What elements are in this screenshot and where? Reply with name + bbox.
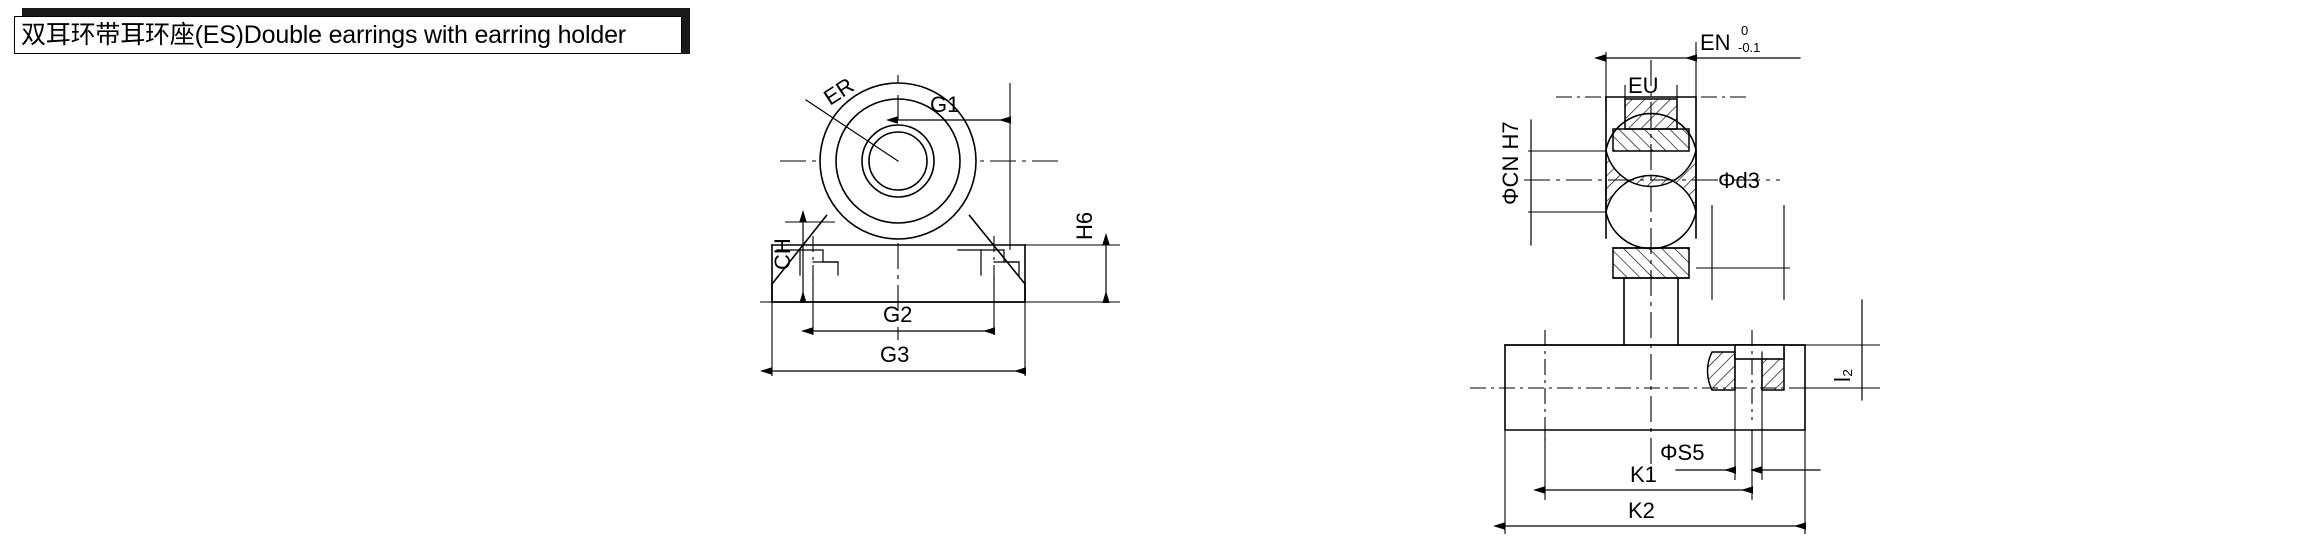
- label-g2: G2: [883, 302, 912, 327]
- label-s5: ΦS5: [1660, 440, 1704, 465]
- label-k2: K2: [1628, 498, 1655, 523]
- label-g3: G3: [880, 342, 909, 367]
- bolt-hole-left-hatch: [1706, 351, 1736, 391]
- label-ch: CH: [770, 238, 795, 270]
- outer-race-mid-hatch: [1612, 128, 1690, 152]
- er-leader-line: [805, 99, 899, 162]
- base-counterbore-right: [957, 249, 1020, 276]
- label-g1: G1: [930, 92, 959, 117]
- label-l2: l₂: [1830, 369, 1855, 382]
- right-view-group: EN 0 -0.1 EU ΦCN H7 Φd3 l₂: [1470, 23, 1880, 534]
- label-cn: ΦCN H7: [1498, 121, 1523, 205]
- page-title: 双耳环带耳环座(ES)Double earrings with earring …: [21, 20, 626, 49]
- label-k1: K1: [1630, 462, 1657, 487]
- label-eu: EU: [1628, 73, 1659, 98]
- left-view-group: ER G1 CH: [759, 73, 1120, 376]
- label-d3: Φd3: [1718, 168, 1760, 193]
- label-en-tol-upper: 0: [1741, 23, 1748, 38]
- title-banner: 双耳环带耳环座(ES)Double earrings with earring …: [14, 8, 690, 58]
- bolt-counterbore-top: [1734, 344, 1785, 360]
- base-plate-outline: [771, 244, 1026, 303]
- title-box: 双耳环带耳环座(ES)Double earrings with earring …: [14, 16, 682, 54]
- inner-ring-hatch: [1612, 247, 1690, 279]
- label-en-tol-lower: -0.1: [1738, 40, 1760, 55]
- label-en: EN: [1700, 30, 1731, 55]
- ball-upper-arc: [1605, 112, 1697, 151]
- label-h6: H6: [1072, 212, 1097, 240]
